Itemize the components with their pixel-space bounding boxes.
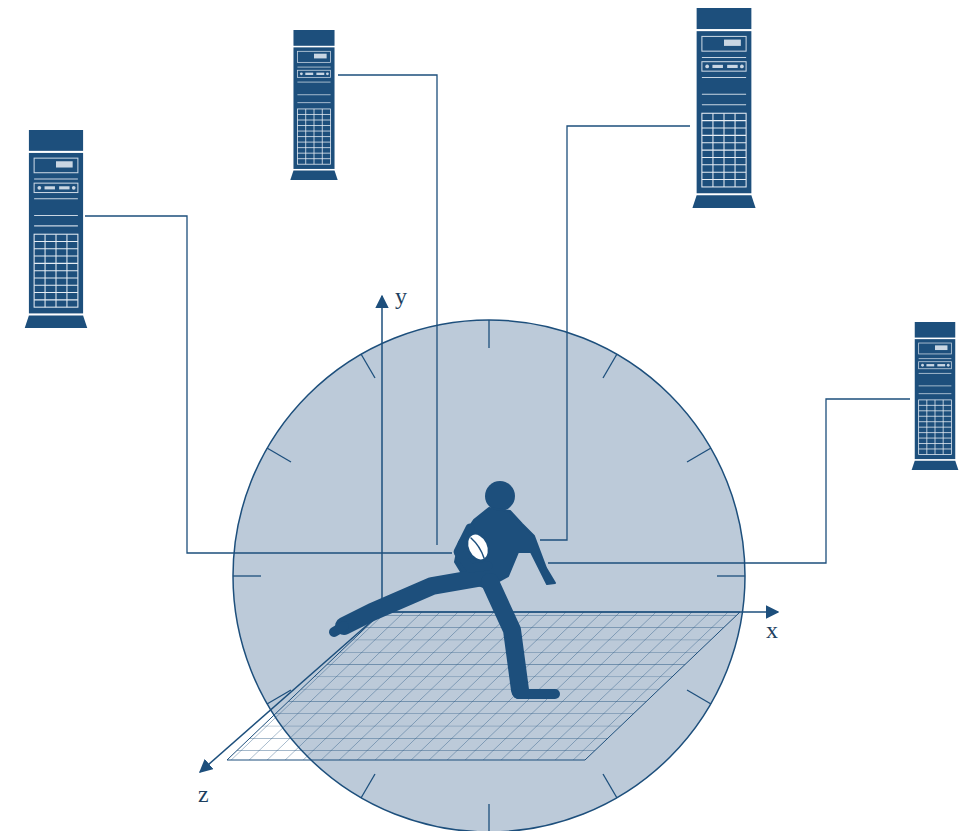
runner-silhouette — [334, 481, 555, 694]
axis-label: y — [395, 284, 407, 308]
coordinate-axes — [200, 296, 778, 772]
axis-label: x — [766, 618, 778, 642]
network-wires — [85, 75, 910, 563]
floor-grid — [227, 612, 740, 760]
axis-label: z — [198, 782, 209, 806]
server-towers — [25, 8, 959, 470]
